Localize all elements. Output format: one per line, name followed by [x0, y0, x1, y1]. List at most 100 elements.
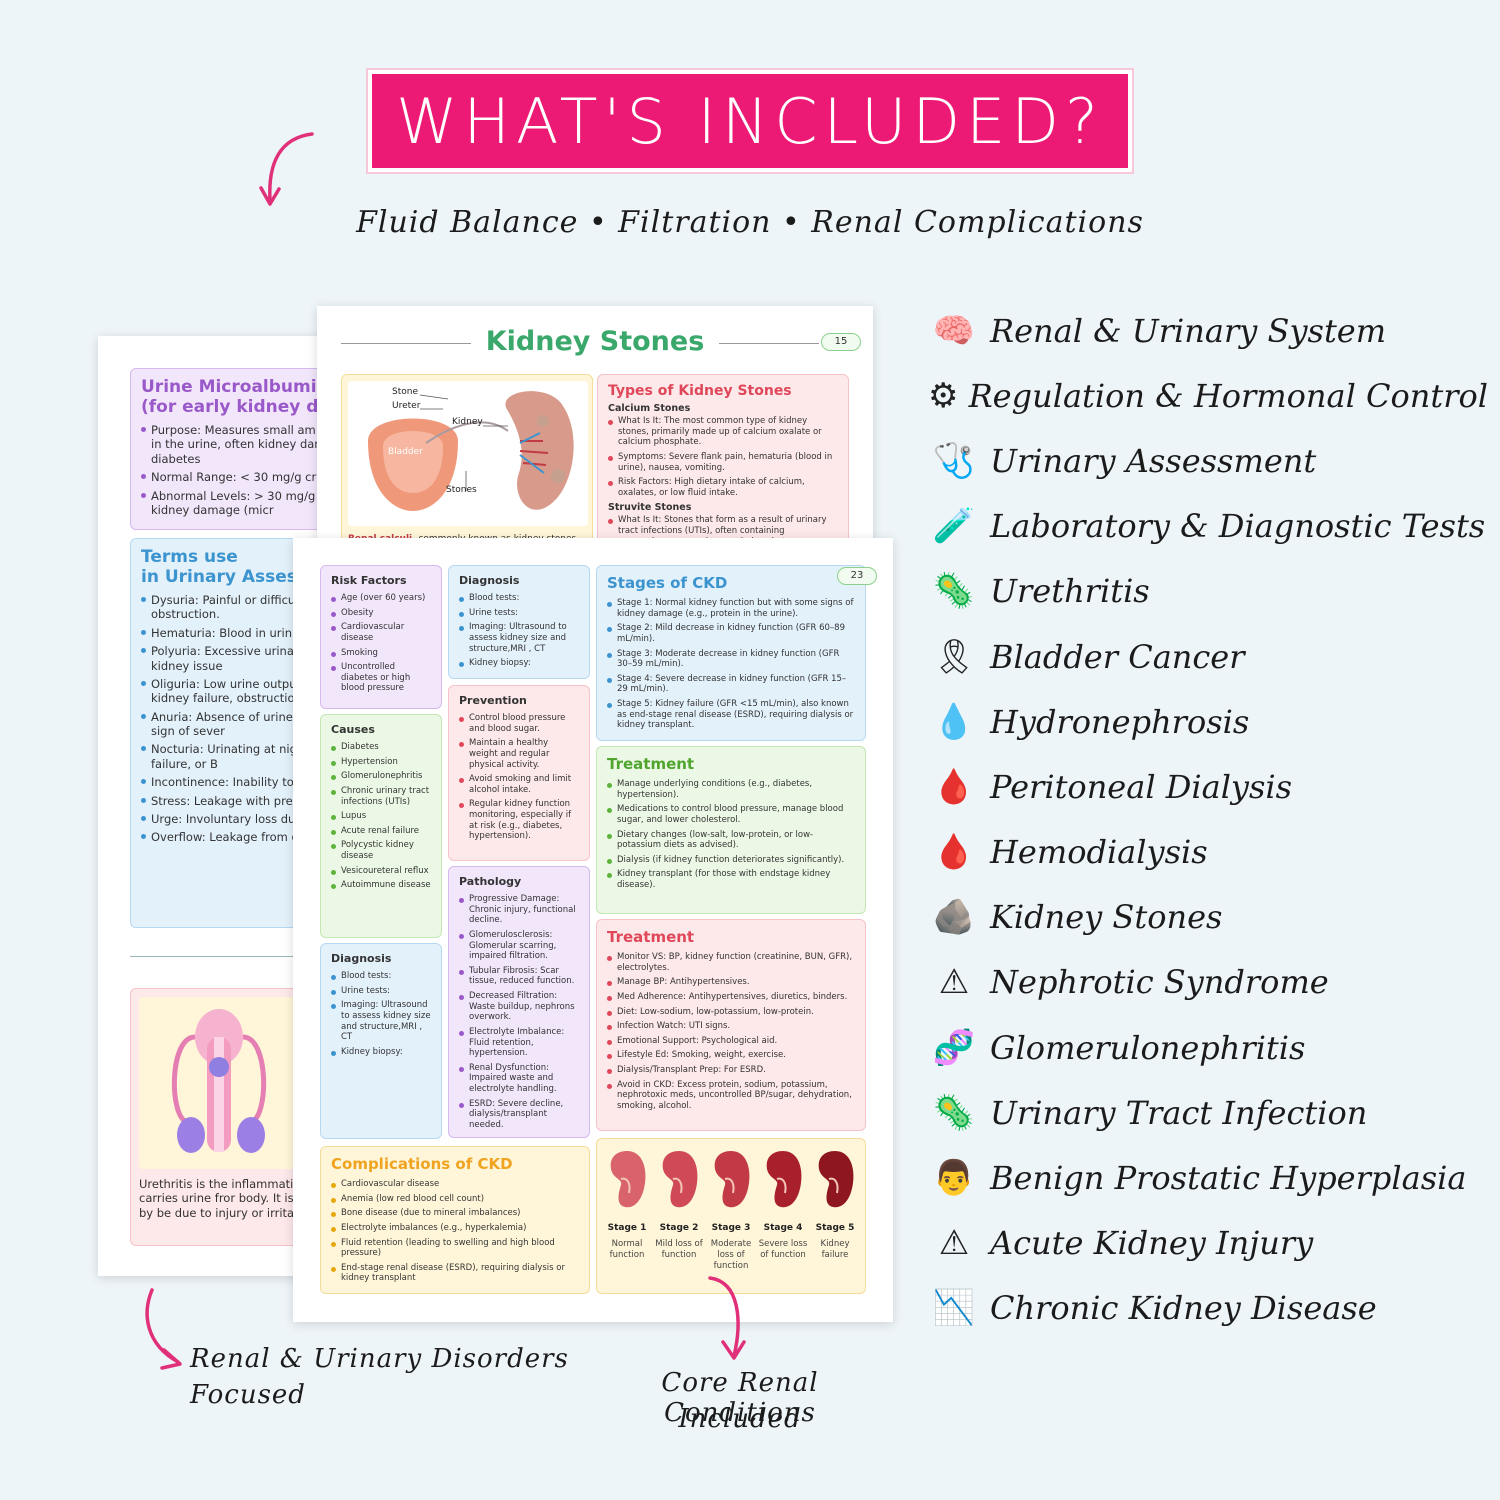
list-item: Nocturia: Urinating at nig adults, heart… — [141, 742, 338, 771]
divider — [719, 343, 819, 344]
condition-item: 💧Hydronephrosis — [928, 689, 1488, 754]
list-item: Stage 4: Severe decrease in kidney funct… — [607, 674, 855, 695]
condition-item: 👨Benign Prostatic Hyperplasia — [928, 1145, 1488, 1210]
arrow-icon — [708, 1276, 746, 1360]
test-tube-icon: 🧪 — [932, 506, 976, 547]
brain-icon: 🧠 — [932, 310, 976, 351]
condition-item: 🦠Urinary Tract Infection — [928, 1080, 1488, 1145]
list-item: Dialysis (if kidney function deteriorate… — [607, 855, 855, 866]
list-item: Abnormal Levels: > 30 mg/g early kidney … — [141, 489, 338, 518]
list-item: Hypertension — [331, 757, 431, 768]
calcium-title: Calcium Stones — [608, 403, 691, 414]
condition-label: Nephrotic Syndrome — [990, 963, 1329, 1002]
condition-item: 🪨Kidney Stones — [928, 885, 1488, 950]
page-number: 23 — [837, 567, 877, 585]
condition-label: Glomerulonephritis — [990, 1028, 1306, 1067]
microalbumin-subtitle: (for early kidney da — [141, 397, 330, 417]
list-item: ESRD: Severe decline, dialysis/transplan… — [459, 1099, 579, 1131]
list-item: Diet: Low-sodium, low-potassium, low-pro… — [607, 1007, 855, 1018]
condition-label: Laboratory & Diagnostic Tests — [990, 507, 1486, 546]
kidney-anatomy-icon — [348, 381, 588, 526]
diagnosis-title: Diagnosis — [459, 574, 520, 587]
condition-item: 🦠Urethritis — [928, 559, 1488, 624]
kidney-icon — [818, 1151, 854, 1208]
list-item: Normal Range: < 30 mg/g cr — [141, 470, 338, 484]
list-item: Purpose: Measures small am (albumin) in … — [141, 423, 338, 466]
microbe-icon: 🦠 — [932, 571, 976, 612]
blood-drop-icon: 🩸 — [932, 832, 976, 873]
stages-title: Stages of CKD — [607, 574, 728, 592]
condition-item: 🧬Glomerulonephritis — [928, 1015, 1488, 1080]
condition-label: Bladder Cancer — [990, 637, 1245, 676]
list-item: Kidney biopsy: — [459, 658, 579, 669]
ribbon-icon: 🎗 — [932, 636, 976, 677]
list-item: Hematuria: Blood in urin — [141, 626, 338, 640]
types-box: Types of Kidney Stones Calcium Stones Wh… — [597, 374, 849, 546]
list-item: Chronic urinary tract infections (UTIs) — [331, 786, 431, 807]
list-item: Imaging: Ultrasound to assess kidney siz… — [459, 622, 579, 654]
microbe-icon: 🦠 — [932, 1092, 976, 1133]
stone-label: Stone — [392, 387, 418, 397]
stage-card-name: Stage 3 — [711, 1223, 751, 1233]
risk-title: Risk Factors — [331, 574, 407, 587]
list-item: Bone disease (due to mineral imbalances) — [331, 1208, 579, 1219]
types-title: Types of Kidney Stones — [608, 383, 792, 399]
urethritis-text: Urethritis is the inflammati tube that c… — [139, 1177, 338, 1220]
causes-title: Causes — [331, 723, 375, 736]
list-item: Anuria: Absence of urine mL/day), a sign… — [141, 710, 338, 739]
list-item: Polyuria: Excessive urina diabetes or ki… — [141, 644, 338, 673]
prevention-title: Prevention — [459, 694, 527, 707]
condition-label: Regulation & Hormonal Control — [968, 376, 1488, 415]
note-center-line1: Core Renal Conditions — [661, 1368, 819, 1428]
condition-item: 🧪 Laboratory & Diagnostic Tests — [928, 494, 1488, 559]
kidney-icon — [766, 1151, 802, 1208]
prevention-box: Prevention Control blood pressure and bl… — [448, 685, 590, 861]
condition-item: ⚠Acute Kidney Injury — [928, 1211, 1488, 1276]
list-item: Electrolyte imbalances (e.g., hyperkalem… — [331, 1223, 579, 1234]
list-item: Dietary changes (low-salt, low-protein, … — [607, 830, 855, 851]
complications-box: Complications of CKD Cardiovascular dise… — [320, 1146, 590, 1294]
stage-card-desc: Kidney failure — [820, 1239, 850, 1261]
kidney-icon — [714, 1151, 750, 1208]
list-item: Polycystic kidney disease — [331, 840, 431, 861]
kidney-label: Kidney — [452, 417, 483, 427]
condition-item: 🧠 Renal & Urinary System — [928, 298, 1488, 363]
terms-subtitle: in Urinary Asses — [141, 567, 297, 587]
list-item: Stage 3: Moderate decrease in kidney fun… — [607, 649, 855, 670]
kidney-icon — [610, 1151, 646, 1208]
list-item: Renal Dysfunction: Impaired waste and el… — [459, 1063, 579, 1095]
list-item: Urine tests: — [459, 608, 579, 619]
water-drop-icon: 💧 — [932, 701, 976, 742]
condition-item: 🩸 Hemodialysis — [928, 820, 1488, 885]
nursing-treatment-box: Treatment Monitor VS: BP, kidney functio… — [596, 919, 866, 1131]
list-item: Tubular Fibrosis: Scar tissue, reduced f… — [459, 966, 579, 987]
list-item: Cardiovascular disease — [331, 1179, 579, 1190]
pathology-box: Pathology Progressive Damage: Chronic in… — [448, 866, 590, 1138]
list-item: Stage 2: Mild decrease in kidney functio… — [607, 623, 855, 644]
condition-label: Renal & Urinary System — [990, 311, 1387, 350]
rock-icon: 🪨 — [932, 897, 976, 938]
list-item: Emotional Support: Psychological aid. — [607, 1036, 855, 1047]
list-item: Cardiovascular disease — [331, 622, 431, 643]
stethoscope-icon: 🩺 — [932, 440, 976, 481]
stages-box: Stages of CKD Stage 1: Normal kidney fun… — [596, 565, 866, 741]
list-item: Symptoms: Severe flank pain, hematuria (… — [608, 452, 838, 473]
list-item: Kidney transplant (for those with endsta… — [607, 869, 855, 890]
complications-title: Complications of CKD — [331, 1155, 513, 1173]
microalbumin-box: Urine Microalbumin (for early kidney da … — [130, 368, 338, 530]
subtitle: Fluid Balance • Filtration • Renal Compl… — [356, 205, 1144, 240]
list-item: Stage 1: Normal kidney function but with… — [607, 598, 855, 619]
condition-label: Hemodialysis — [990, 833, 1208, 872]
kidney-stones-page: Kidney Stones 15 Stone Ureter Kidney Bla… — [317, 306, 873, 546]
list-item: Infection Watch: UTI signs. — [607, 1021, 855, 1032]
list-item: Med Adherence: Antihypertensives, diuret… — [607, 992, 855, 1003]
list-item: Control blood pressure and blood sugar. — [459, 713, 579, 734]
list-item: Fluid retention (leading to swelling and… — [331, 1238, 579, 1259]
condition-item: 🩺Urinary Assessment — [928, 428, 1488, 493]
kidney-icon — [662, 1151, 698, 1208]
chart-decreasing-icon: 📉 — [932, 1288, 976, 1329]
diagnosis-title: Diagnosis — [331, 952, 392, 965]
